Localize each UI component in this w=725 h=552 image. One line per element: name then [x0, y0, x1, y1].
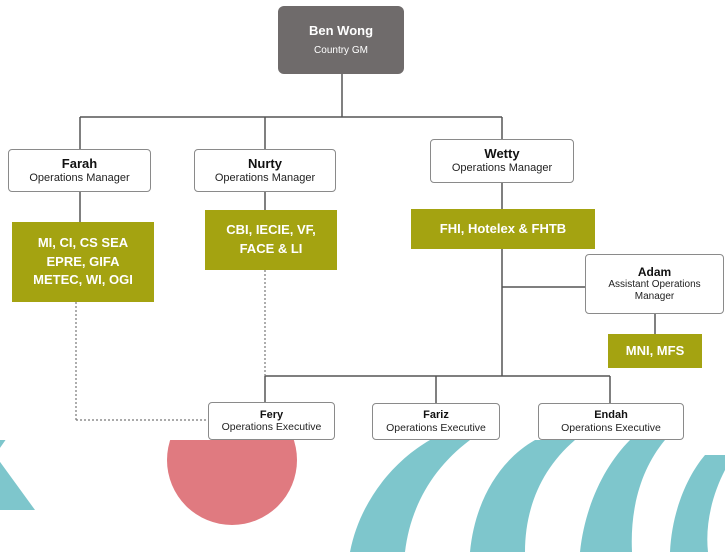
- assistant-manager-box: Adam Assistant Operations Manager: [585, 254, 724, 314]
- group-box-farah: MI, CI, CS SEA EPRE, GIFA METEC, WI, OGI: [12, 222, 154, 302]
- executive-box-fariz: Fariz Operations Executive: [372, 403, 500, 440]
- executive-box-endah: Endah Operations Executive: [538, 403, 684, 440]
- group-box-nurty: CBI, IECIE, VF, FACE & LI: [205, 210, 337, 270]
- teal-arc-decor: [580, 440, 665, 552]
- group-line: MI, CI, CS SEA: [37, 234, 129, 250]
- group-line: EPRE, GIFA: [46, 253, 120, 269]
- group-box-adam: MNI, MFS: [608, 334, 702, 368]
- manager-role: Operations Manager: [451, 162, 553, 175]
- teal-arc-decor: [470, 440, 575, 552]
- ceo-box: Ben Wong Country GM: [278, 6, 404, 74]
- executive-role: Operations Executive: [561, 421, 661, 434]
- group-line: METEC, WI, OGI: [33, 272, 133, 288]
- assistant-role-line: Assistant Operations: [608, 279, 701, 291]
- assistant-role-line: Manager: [634, 290, 675, 302]
- executive-name: Fery: [259, 408, 284, 421]
- teal-arc-decor: [670, 455, 725, 552]
- group-line: MNI, MFS: [625, 342, 685, 358]
- executive-name: Fariz: [423, 409, 449, 422]
- manager-box-farah: Farah Operations Manager: [8, 149, 151, 192]
- group-line: CBI, IECIE, VF,: [226, 222, 316, 238]
- ceo-role: Country GM: [314, 44, 368, 56]
- dotted-connectors: [75, 270, 266, 421]
- manager-role: Operations Manager: [214, 171, 316, 184]
- manager-box-wetty: Wetty Operations Manager: [430, 139, 574, 183]
- manager-name: Wetty: [484, 146, 520, 162]
- executive-role: Operations Executive: [386, 421, 486, 434]
- ceo-name: Ben Wong: [308, 22, 374, 38]
- executive-name: Endah: [594, 409, 628, 422]
- group-line: FHI, Hotelex & FHTB: [439, 220, 567, 236]
- executive-role: Operations Executive: [221, 421, 322, 434]
- assistant-name: Adam: [637, 264, 672, 279]
- manager-name: Farah: [61, 155, 98, 171]
- manager-role: Operations Manager: [29, 171, 130, 184]
- group-line: FACE & LI: [239, 241, 303, 256]
- manager-box-nurty: Nurty Operations Manager: [194, 149, 336, 192]
- group-box-wetty: FHI, Hotelex & FHTB: [411, 209, 595, 249]
- manager-name: Nurty: [248, 155, 282, 171]
- teal-arc-decor: [350, 440, 470, 552]
- executive-box-fery: Fery Operations Executive: [208, 402, 335, 440]
